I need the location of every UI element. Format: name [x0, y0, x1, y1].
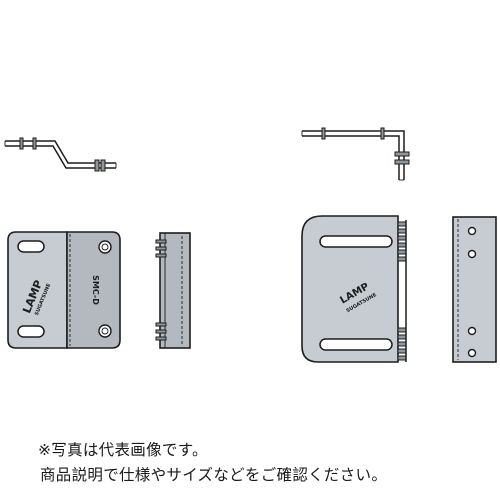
right-slot-bottom — [319, 338, 393, 351]
right-part-top-view — [301, 127, 410, 181]
right-side-hole-1 — [467, 226, 477, 236]
left-part-top-view — [4, 137, 117, 172]
right-side-hole-3 — [467, 326, 477, 336]
right-slot-top — [319, 235, 393, 248]
left-part-side-view — [155, 232, 191, 349]
left-hole-bottom — [98, 324, 112, 338]
disclaimer-line-1: ※写真は代表画像です。 — [38, 441, 208, 459]
product-drawing: LAMP SUGATSUNE SMC-D LAMP SUGATSUNE — [4, 127, 497, 363]
right-part-side-view — [452, 216, 497, 363]
left-slot-top — [17, 240, 45, 253]
left-hole-top — [98, 240, 112, 254]
disclaimer-line-2: 商品説明で仕様やサイズなどをご確認ください。 — [40, 466, 388, 484]
right-side-hole-4 — [467, 348, 477, 358]
left-part-front-view: LAMP SUGATSUNE SMC-D — [7, 231, 121, 349]
right-side-hole-2 — [467, 249, 477, 259]
left-slot-bottom — [17, 325, 45, 338]
right-part-front-view: LAMP SUGATSUNE — [301, 215, 407, 363]
left-model-mark: SMC-D — [91, 275, 100, 305]
